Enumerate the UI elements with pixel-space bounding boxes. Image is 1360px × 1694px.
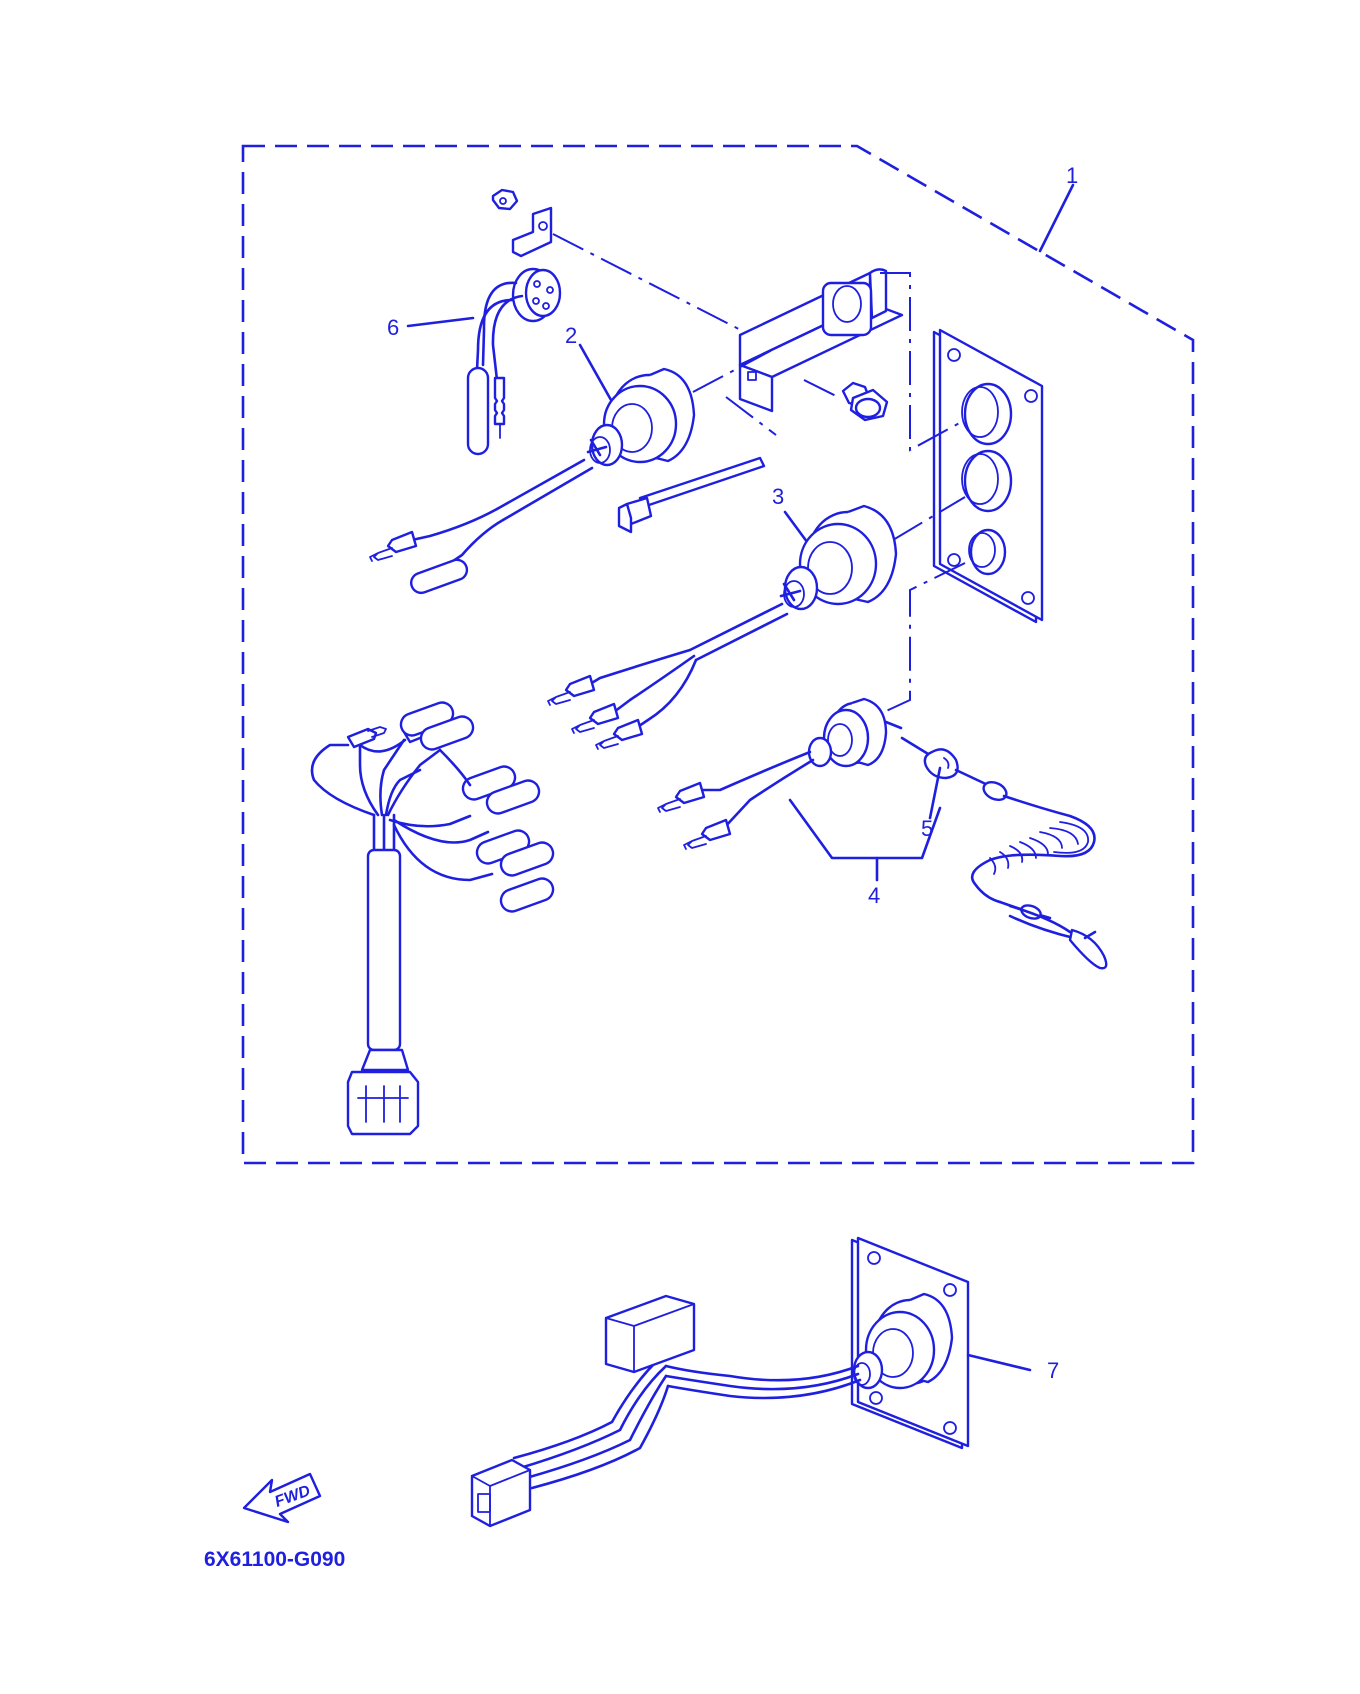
wire-sleeve <box>410 558 469 595</box>
switch-2-cable <box>495 458 594 522</box>
assembly-line <box>880 272 966 452</box>
switch-3-cable <box>688 602 789 662</box>
callout-4-leader <box>788 798 942 860</box>
part-7-harness <box>470 1236 970 1528</box>
screw-axis <box>803 379 841 399</box>
assembly-line <box>692 347 777 393</box>
callout-4: 4 <box>868 883 880 908</box>
part-4-stop-switch <box>807 697 903 768</box>
callout-2: 2 <box>565 323 577 348</box>
callout-5-leader <box>928 766 942 820</box>
pin-connector <box>386 530 418 554</box>
cable-tie <box>617 456 766 534</box>
forward-direction-arrow: FWD <box>242 1472 322 1524</box>
part-2-switch <box>586 367 696 467</box>
callout-3: 3 <box>772 484 784 509</box>
assembly-line <box>552 233 773 347</box>
assembly-line <box>892 496 966 541</box>
main-wire-harness <box>310 701 555 1136</box>
drawing-code: 6X61100-G090 <box>204 1548 345 1571</box>
part-3-switch <box>779 504 898 611</box>
stop-switch-cable <box>698 750 812 792</box>
mounting-bracket <box>738 268 904 413</box>
bracket-screw <box>841 381 889 422</box>
callout-6-leader <box>406 316 475 328</box>
callout-7-leader <box>966 1353 1032 1372</box>
pin-connector <box>588 702 620 726</box>
callout-6: 6 <box>387 315 399 340</box>
sensor-wire <box>481 281 518 367</box>
callout-1: 1 <box>1066 163 1078 188</box>
part-5-lanyard <box>900 736 1108 970</box>
wire-pin <box>493 376 506 426</box>
kit-boundary <box>241 144 1195 1165</box>
pin-connector <box>700 818 732 842</box>
pin-connector <box>612 718 644 742</box>
callout-7: 7 <box>1047 1358 1059 1383</box>
part-6-sensor <box>466 188 562 456</box>
callout-1-leader <box>1038 183 1075 253</box>
pin-connector <box>674 781 706 805</box>
callout-2-leader <box>578 343 613 402</box>
wire-sleeve <box>466 366 490 456</box>
panel-plate <box>932 328 1044 624</box>
callout-5: 5 <box>921 816 933 841</box>
assembly-line <box>883 562 966 713</box>
pin-connector <box>564 674 596 698</box>
sensor-bracket <box>511 206 553 258</box>
assembly-line <box>725 396 777 436</box>
